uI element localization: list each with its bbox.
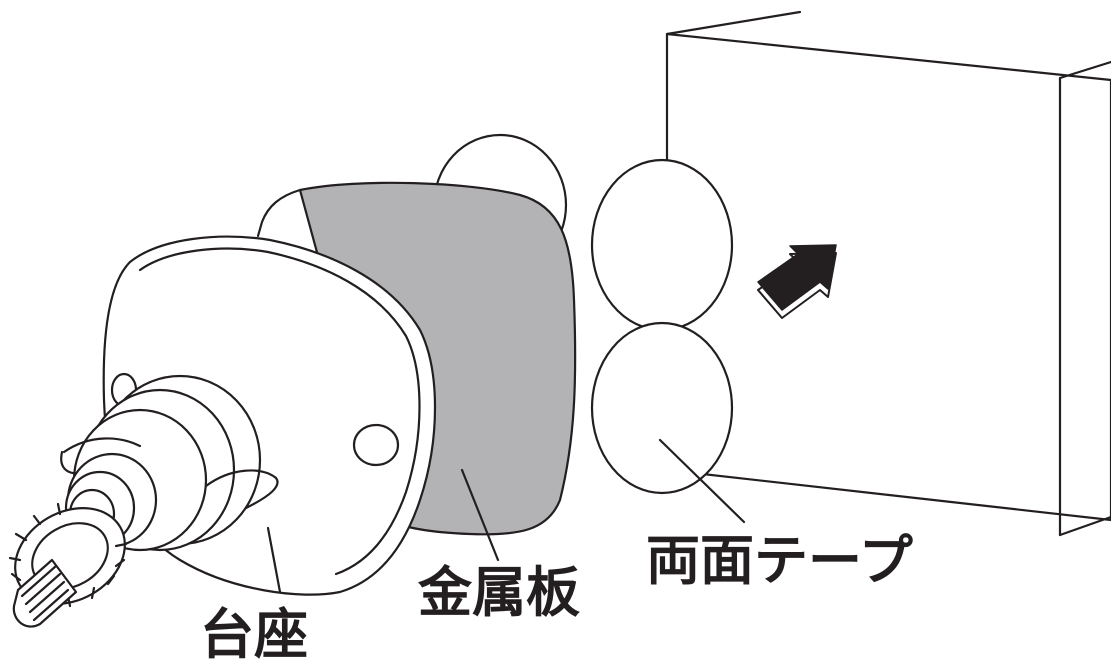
tape-pad-lower [590,321,734,495]
leader-lines [266,438,746,594]
label-base: 台座 [200,603,308,666]
label-double-sided-tape: 両面テープ [646,529,913,592]
metal-plate [256,181,577,536]
tape-pad-upper [590,158,734,332]
wall-surface [665,10,1111,537]
push-arrow-icon [757,244,837,319]
screw-thread [12,558,78,628]
label-metal-plate: 金属板 [418,561,580,624]
